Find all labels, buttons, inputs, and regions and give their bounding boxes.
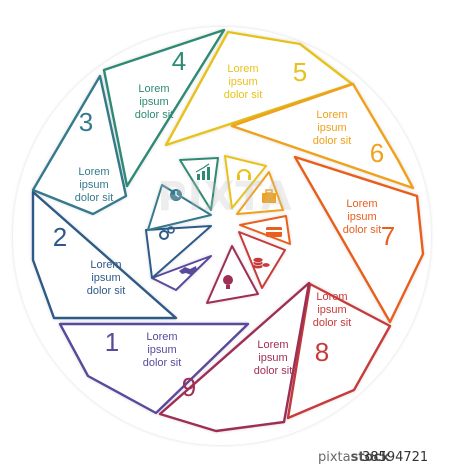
segment-1-number: 1 — [105, 327, 119, 357]
segment-8-text-line-2: ipsum — [317, 304, 346, 316]
segment-2-text-line-2: ipsum — [91, 272, 120, 284]
segment-7-number: 7 — [381, 221, 395, 251]
segment-1-text-line-3: dolor sit — [143, 357, 182, 369]
gears-icon — [159, 226, 175, 240]
segment-8-text-line-1: Lorem — [316, 291, 347, 303]
segment-7-text-line-1: Lorem — [346, 198, 377, 210]
footer-brand: pixtastock — [318, 450, 390, 465]
segment-4-text-line-3: dolor sit — [135, 109, 174, 121]
segment-3-number: 3 — [79, 107, 93, 137]
segment-9-text-line-1: Lorem — [257, 339, 288, 351]
segment-8-text-line-3: dolor sit — [313, 317, 352, 329]
segment-2-number: 2 — [53, 222, 67, 252]
hub-wedge-3 — [147, 184, 212, 231]
headset-icon — [237, 169, 251, 180]
footer-bar: pixtastock 38594721 — [0, 447, 450, 469]
segment-6-text-line-1: Lorem — [316, 109, 347, 121]
segment-4-number: 4 — [172, 46, 186, 76]
segment-4-blade — [102, 28, 226, 188]
segment-9-text-line-3: dolor sit — [254, 365, 293, 377]
segment-1-text-line-2: ipsum — [147, 344, 176, 356]
segment-1-blade — [58, 322, 250, 415]
segment-2-text-line-3: dolor sit — [87, 285, 126, 297]
lightbulb-icon — [223, 275, 233, 289]
segment-9-blade — [158, 281, 311, 433]
handshake-icon — [179, 266, 197, 275]
segment-7-text-line-3: dolor sit — [343, 224, 382, 236]
hub-wedge-5 — [224, 155, 267, 209]
segment-8-number: 8 — [315, 337, 329, 367]
segment-5-text-line-1: Lorem — [227, 63, 258, 75]
footer-brand-suffix: stock — [350, 450, 390, 465]
segment-4-text-line-2: ipsum — [139, 96, 168, 108]
clock-icon — [170, 189, 182, 201]
segment-5-text-line-2: ipsum — [228, 76, 257, 88]
segment-3-blade — [31, 74, 128, 216]
hub-wedge-6 — [236, 171, 284, 215]
credit-card-icon — [266, 227, 282, 237]
coins-icon — [252, 257, 271, 269]
segment-7-text-line-2: ipsum — [347, 211, 376, 223]
segment-3-text-line-2: ipsum — [79, 179, 108, 191]
segment-5-text-line-3: dolor sit — [224, 89, 263, 101]
segment-6-blade — [230, 82, 415, 190]
segment-4-text-line-1: Lorem — [138, 83, 169, 95]
briefcase-icon — [262, 189, 276, 203]
segment-5-number: 5 — [293, 57, 307, 87]
hub-wedge-9 — [206, 245, 259, 304]
segment-9-text-line-2: ipsum — [258, 352, 287, 364]
segment-2-text-line-1: Lorem — [90, 259, 121, 271]
segment-3-text-line-1: Lorem — [78, 166, 109, 178]
segment-2-blade — [31, 190, 178, 320]
segment-8-blade — [286, 282, 392, 420]
segment-9-number: 9 — [182, 372, 196, 402]
segment-6-text-line-2: ipsum — [317, 122, 346, 134]
segment-7-blade — [293, 155, 425, 324]
footer-brand-name: pixta — [318, 450, 351, 465]
segment-6-text-line-3: dolor sit — [313, 135, 352, 147]
segment-3-text-line-3: dolor sit — [75, 192, 114, 204]
footer-image-id: 38594721 — [362, 450, 429, 465]
chart-icon — [195, 163, 210, 180]
segment-6-number: 6 — [370, 138, 384, 168]
segment-1-text-line-1: Lorem — [146, 331, 177, 343]
